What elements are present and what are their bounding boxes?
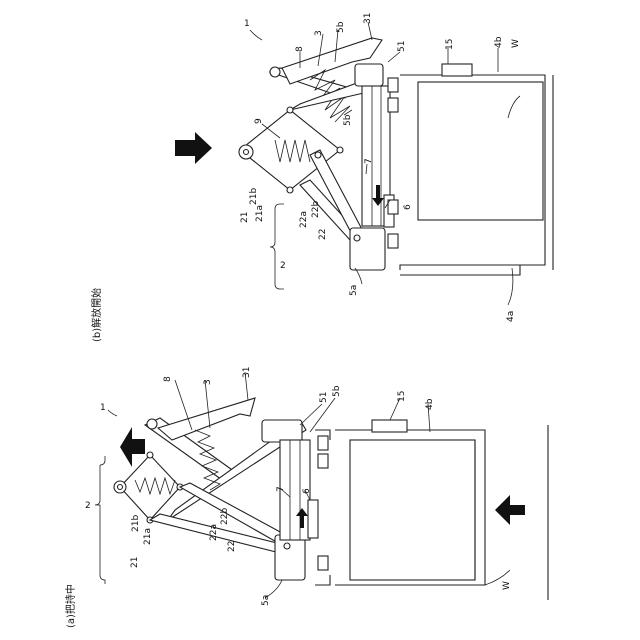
hook-b-4 (388, 234, 398, 248)
label-22b: 22b (220, 508, 230, 525)
panel-a: (a)把持中 2 1 (64, 367, 548, 628)
pin-d1-a (147, 452, 153, 458)
hook-a-2 (318, 454, 328, 468)
label-W-b: W (511, 39, 521, 48)
pin-5a-a (284, 543, 290, 549)
label-22: 22 (227, 541, 237, 552)
arrow-up-a (120, 427, 145, 467)
label-W: W (502, 581, 512, 590)
arrow-push-a (495, 495, 525, 525)
label-31-b: 31 (363, 13, 373, 24)
pin-upper-a (147, 419, 157, 429)
hook-a-1 (318, 436, 328, 450)
label-1-b: 1 (244, 19, 250, 29)
label-31: 31 (242, 367, 252, 378)
label-22b-b: 22b (311, 201, 321, 218)
label-21b: 21b (131, 515, 141, 532)
label-51: 51 (319, 392, 329, 403)
label-15: 15 (397, 391, 407, 402)
label-4b-b: 4b (494, 36, 504, 48)
label-21b-b: 21b (249, 188, 259, 205)
block-5b-a (262, 420, 302, 442)
label-51-b: 51 (397, 41, 407, 52)
label-5b-b1: 5b (336, 21, 346, 33)
label-21a-b: 21a (255, 205, 265, 222)
label-5a-b: 5a (349, 285, 359, 296)
label-1-b-leader (250, 30, 262, 40)
label-5b-b2: 5b (343, 114, 353, 126)
label-7-b: 7 (364, 158, 374, 164)
label-3-b: 3 (314, 30, 324, 36)
label-8-b: 8 (295, 46, 305, 52)
leaders-a (175, 372, 510, 598)
label-22-b: 22 (318, 229, 328, 240)
workpiece-W-b (418, 82, 543, 220)
gripper-a (114, 398, 318, 580)
label-21-b: 21 (240, 212, 250, 223)
bracket-2 (95, 456, 105, 584)
pin-center-b (315, 152, 321, 158)
label-1: 1 (100, 403, 106, 413)
gripper-b (239, 38, 394, 270)
box-4b-b (400, 75, 545, 270)
handle-15-b (442, 64, 472, 76)
block-5a-b (350, 228, 385, 270)
tray-4a-b (400, 265, 520, 275)
handle-15-a (372, 420, 407, 432)
pin-d2-b (337, 147, 343, 153)
label-4a-b: 4a (506, 311, 516, 322)
container-b (388, 64, 553, 275)
bracket-2-b (270, 204, 284, 289)
label-5b: 5b (332, 385, 342, 397)
block-5b-b (355, 64, 383, 86)
label-3: 3 (203, 379, 213, 385)
label-2-b: 2 (280, 261, 286, 271)
pin-upper-b (270, 67, 280, 77)
label-22a: 22a (209, 524, 219, 541)
panel-b-caption: (b)解放開始 (90, 288, 103, 342)
jaw-31-a (158, 398, 255, 440)
slot-6-a (308, 500, 318, 538)
panel-b: (b)解放開始 2 1 (90, 13, 553, 342)
label-7: 7 (276, 486, 286, 492)
label-6: 6 (302, 488, 312, 494)
eye-hole-b (244, 150, 249, 155)
pin-d1-b (287, 107, 293, 113)
pin-d3-b (287, 187, 293, 193)
label-6-b: 6 (403, 204, 413, 210)
eye-hole-a (118, 485, 123, 490)
label-1-leader (108, 410, 117, 416)
arrow-right-b (175, 132, 212, 164)
workpiece-W-a (350, 440, 475, 580)
panel-a-caption: (a)把持中 (64, 584, 77, 628)
label-4b: 4b (425, 398, 435, 410)
label-21a: 21a (143, 528, 153, 545)
label-15-b: 15 (445, 39, 455, 50)
scissor-diamond-a (120, 455, 180, 520)
label-21: 21 (130, 557, 140, 568)
block-5a-a (275, 535, 305, 580)
label-2: 2 (85, 501, 91, 511)
pin-5a-b (354, 235, 360, 241)
hook-a-3 (318, 556, 328, 570)
label-22a-b: 22a (299, 211, 309, 228)
hook-b-3 (388, 200, 398, 214)
label-5a: 5a (261, 595, 271, 606)
label-8: 8 (163, 376, 173, 382)
hook-b-1 (388, 78, 398, 92)
hook-b-2 (388, 98, 398, 112)
label-9-b: 9 (254, 118, 264, 124)
box-4b-a (335, 430, 485, 585)
